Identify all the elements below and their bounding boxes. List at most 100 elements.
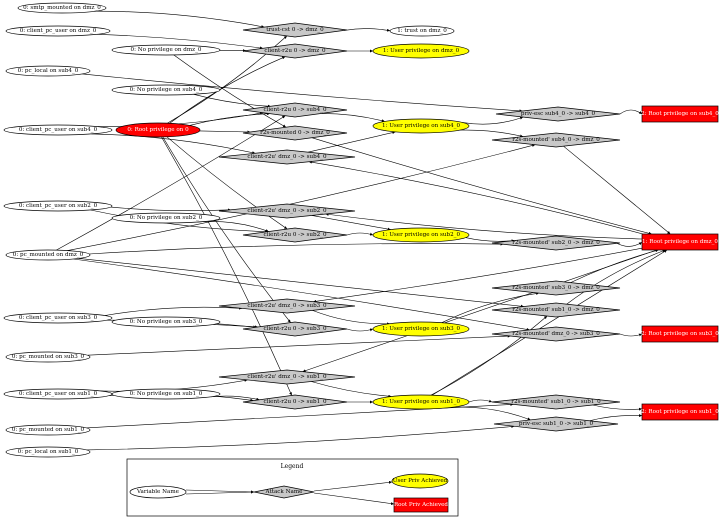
edge-a_privesc_sub1-to-r_sub1: [589, 414, 643, 422]
node-a-r2s-sub4-dmz: r2s-mounted' sub4_0 -> dmz_0: [491, 132, 621, 148]
edge-u_user_sub2-to-a_r2s_sub2_dmz: [465, 237, 515, 243]
node-v-client-sub1: 0: client_pc_user on sub1_0: [3, 388, 113, 400]
node-label: 0: pc_mounted on dmz_0: [13, 252, 84, 258]
edge-a_client_dmz_sub1-to-u_user_sub1: [311, 381, 392, 398]
node-shape: [5, 424, 91, 436]
edge-a_client_dmz_sub3-to-u_user_sub3: [312, 310, 390, 326]
legend-edge: [185, 490, 255, 495]
edge-v_pclocal_sub1-to-a_privesc_sub1: [86, 425, 515, 451]
edge-a_r2s_dmz-to-r_dmz: [311, 137, 652, 235]
node-label: 0: No privilege on sub4_0: [130, 87, 203, 93]
edge-v_pcmount_dmz-to-a_r2s_sub1_dmz: [79, 258, 524, 308]
node-v-nopriv-sub3: 0: No privilege on sub3_0: [111, 316, 221, 328]
edge-u_user_sub4-to-a_r2s_sub4_dmz: [460, 129, 524, 138]
node-v-pcmount-sub3: 0: pc_mounted on sub3_0: [5, 351, 91, 363]
node-shape: [491, 326, 621, 342]
node-a-client-sub4: client-r2u 0 -> sub4_0: [242, 102, 348, 118]
node-v-client-sub3: 0: client_pc_user on sub3_0: [3, 312, 113, 324]
edge-v_pcmount_dmz-to-a_r2s_sub2_dmz: [89, 242, 504, 255]
node-a-trust-dmz: trust-cst 0 -> dmz_0: [242, 22, 348, 38]
node-v-smtp-dmz: 0: smtp_mounted on dmz_0: [17, 2, 107, 14]
node-shape: [115, 122, 201, 138]
node-shape: [218, 203, 356, 219]
node-label: 1: User privilege on sub3_0: [382, 326, 460, 332]
node-label: 1: User privilege on sub1_0: [382, 399, 460, 405]
node-label: trust-cst 0 -> dmz_0: [266, 27, 324, 33]
node-label: priv-esc sub4_0 -> sub4_0: [521, 111, 596, 117]
edge-a_client_dmz_sub2-to-u_user_sub2: [311, 215, 391, 231]
node-a-privesc-sub1: priv-esc sub1_0 -> sub1_0: [493, 416, 619, 432]
node-v-pcmount-sub1: 0: pc_mounted on sub1_0: [5, 424, 91, 436]
node-label: 0: No privilege on sub1_0: [130, 391, 203, 397]
node-label: r2s-mounted' sub3_0 -> dmz_0: [512, 285, 600, 291]
node-u-trust-dmz: 1: trust on dmz_0: [389, 25, 455, 37]
node-v-nopriv-sub1: 0: No privilege on sub1_0: [111, 388, 221, 400]
node-label: client-r2u 0 -> sub3_0: [263, 326, 326, 332]
edge-v_pcmount_dmz-to-a_r2s_sub4_dmz: [67, 144, 536, 251]
node-shape: [372, 394, 470, 410]
node-shape: [17, 2, 107, 14]
node-shape: [372, 43, 470, 59]
edge-a_privesc_sub4-to-r_sub4: [619, 109, 643, 115]
node-label: r2s-mounted' sub4_0 -> dmz_0: [512, 137, 600, 143]
node-v-pcmount-dmz: 0: pc_mounted on dmz_0: [5, 249, 91, 261]
node-u-user-dmz: 1: User privilege on dmz_0: [372, 43, 470, 59]
node-label: 0: client_pc_user on dmz_0: [20, 28, 97, 34]
node-shape: [5, 446, 91, 458]
node-label: 0: pc_local on sub4_0: [18, 68, 79, 74]
node-label: client-r2u 0 -> sub4_0: [263, 107, 326, 113]
node-v-nopriv-sub4: 0: No privilege on sub4_0: [111, 84, 221, 96]
node-a-client-sub1: client-r2u 0 -> sub1_0: [242, 394, 348, 410]
node-label: 0: No privilege on dmz_0: [131, 47, 202, 53]
node-label: r2s-mounted' sub2_0 -> dmz_0: [512, 240, 600, 246]
node-label: 0: pc_mounted on sub3_0: [12, 354, 85, 360]
node-shape: [3, 312, 113, 324]
node-v-client-sub2: 0: client_pc_user on sub2_0: [3, 200, 113, 212]
edge-v_pcmount_dmz-to-a_r2s_dmz_sub3: [73, 258, 530, 331]
node-label: 0: smtp_mounted on dmz_0: [23, 5, 101, 11]
node-label: 1: User privilege on sub4_0: [382, 123, 460, 129]
node-shape: [495, 106, 621, 122]
node-v-pclocal-sub1: 0: pc_local on sub1_0: [5, 446, 91, 458]
node-a-client-sub2: client-r2u 0 -> sub2_0: [242, 227, 348, 243]
edge-u_user_sub1-to-r_dmz: [431, 249, 668, 396]
edge-a_trust_dmz-to-u_trust_dmz: [344, 28, 391, 32]
node-r-sub4: 2: Root privilege on sub4_0: [641, 105, 719, 123]
node-shape: [372, 227, 470, 243]
edge-a_r2s_sub3_dmz-to-r_dmz: [570, 249, 659, 283]
node-a-r2s-sub1-sub1: r2s-mounted' sub1_0 -> sub1_0: [491, 394, 621, 410]
node-label: 1: trust on dmz_0: [397, 28, 447, 34]
edge-a_client_sub4-to-u_user_sub4: [321, 113, 385, 123]
node-v-nopriv-dmz: 0: No privilege on dmz_0: [111, 44, 221, 56]
edge-r_dmz-to-a_client_dmz_sub3: [313, 247, 643, 303]
node-shape: [5, 25, 111, 37]
node-shape: [3, 124, 113, 136]
legend-user-label: User Priv Achieved: [393, 478, 448, 484]
node-shape: [389, 25, 455, 37]
node-label: r2s-mounted' sub1_0 -> dmz_0: [512, 307, 600, 313]
node-u-user-sub1: 1: User privilege on sub1_0: [372, 394, 470, 410]
node-label: 0: client_pc_user on sub1_0: [19, 391, 98, 397]
node-label: 1: User privilege on sub2_0: [382, 232, 460, 238]
node-shape: [641, 403, 719, 421]
node-label: client-r2u' dmz_0 -> sub3_0: [247, 303, 327, 309]
edge-v_client_sub2-to-a_client_dmz_sub2: [110, 206, 231, 212]
edge-root_priv_0-to-a_client_sub2: [166, 136, 288, 230]
edge-v_client_sub3-to-a_client_dmz_sub3: [104, 306, 242, 316]
node-shape: [218, 149, 356, 165]
node-label: r2s-mounted' dmz_0 -> sub3_0: [512, 331, 600, 337]
node-label: client-r2u' dmz_0 -> sub4_0: [247, 154, 327, 160]
node-shape: [372, 321, 470, 337]
edge-a_r2s_dmz_sub3-to-r_sub3: [619, 333, 643, 337]
edge-v_client_sub2-to-a_client_sub2: [90, 209, 268, 234]
node-label: 0: client_pc_user on sub3_0: [19, 315, 98, 321]
edge-r_dmz-to-a_client_dmz_sub2: [325, 212, 643, 240]
node-label: 0: No privilege on sub2_0: [130, 215, 203, 221]
node-shape: [491, 280, 621, 296]
node-shape: [491, 132, 621, 148]
node-v-pclocal-sub4: 0: pc_local on sub4_0: [5, 65, 91, 77]
node-shape: [218, 298, 356, 314]
edge-u_user_sub1-to-a_privesc_sub1: [452, 406, 531, 421]
node-label: r2s-mounted 0 -> dmz_0: [260, 130, 330, 136]
node-a-client-sub3: client-r2u 0 -> sub3_0: [242, 321, 348, 337]
